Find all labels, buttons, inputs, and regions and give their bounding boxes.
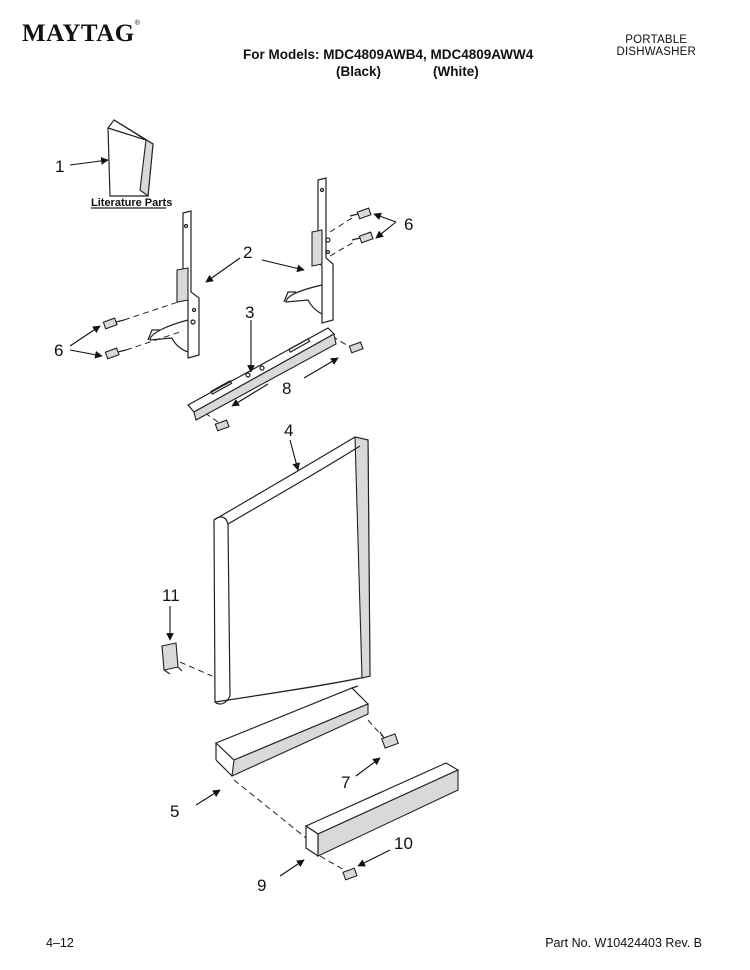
assembly-line (123, 301, 179, 321)
callout-6-right: 6 (404, 215, 413, 234)
screw-left-2 (104, 347, 127, 360)
leader-1 (69, 157, 109, 166)
variant-white-label: (White) (433, 64, 479, 79)
brand-registered-mark: ® (134, 20, 141, 27)
callout-9: 9 (257, 876, 266, 895)
assembly-line (329, 217, 353, 233)
callout-1: 1 (55, 157, 64, 176)
page-code: 4–12 (46, 936, 74, 950)
leader-4 (289, 439, 300, 471)
door-panel (213, 436, 371, 705)
screw-left-1 (102, 317, 125, 330)
callout-3: 3 (245, 303, 254, 322)
callout-8: 8 (282, 379, 291, 398)
leader-8a (231, 383, 269, 407)
assembly-line (319, 855, 345, 871)
screw-top-1 (349, 207, 372, 220)
variant-black-label: (Black) (336, 64, 382, 79)
product-type: PORTABLE DISHWASHER (616, 34, 696, 58)
left-door-bracket (147, 210, 200, 359)
callout-4: 4 (284, 421, 293, 440)
plug (379, 731, 399, 749)
leader-7 (355, 757, 381, 777)
base-trim-bar (304, 762, 460, 858)
leader-6b (375, 221, 397, 239)
leader-6d (69, 349, 103, 359)
leader-6a (373, 212, 397, 223)
leader-6c (69, 325, 101, 347)
product-type-line2: DISHWASHER (616, 46, 696, 58)
leader-2a (205, 257, 241, 283)
screw-strip-left (214, 419, 230, 432)
brand-name: MAYTAG (22, 20, 135, 47)
callout-2: 2 (243, 243, 252, 262)
callout-10: 10 (394, 834, 413, 853)
screw-bottom (342, 867, 358, 881)
leader-10 (357, 849, 391, 867)
product-type-line1: PORTABLE (625, 34, 688, 46)
door-mounting-strip (187, 327, 337, 421)
callout-6-left: 6 (54, 341, 63, 360)
part-number: Part No. W10424403 Rev. B (545, 936, 702, 950)
door-clip (161, 642, 183, 675)
leader-5 (195, 789, 221, 806)
assembly-line (329, 241, 355, 257)
assembly-line (179, 661, 213, 677)
callout-7: 7 (341, 773, 350, 792)
screw-strip-right (348, 341, 364, 354)
lower-trim-panel (214, 685, 370, 777)
callout-11: 11 (162, 586, 180, 605)
brand-logo: MAYTAG® (22, 20, 140, 48)
callout-5: 5 (170, 802, 179, 821)
models-title: For Models: MDC4809AWB4, MDC4809AWW4 (243, 47, 534, 62)
right-door-bracket (283, 177, 334, 324)
literature-parts-caption: Literature Parts (91, 197, 172, 209)
leader-8b (303, 357, 339, 379)
leader-9 (279, 859, 305, 877)
assembly-line (125, 330, 184, 351)
assembly-line (233, 779, 307, 839)
assembly-line (367, 719, 383, 737)
literature-booklet (107, 119, 154, 198)
leader-2b (261, 259, 305, 273)
screw-top-2 (351, 231, 374, 244)
